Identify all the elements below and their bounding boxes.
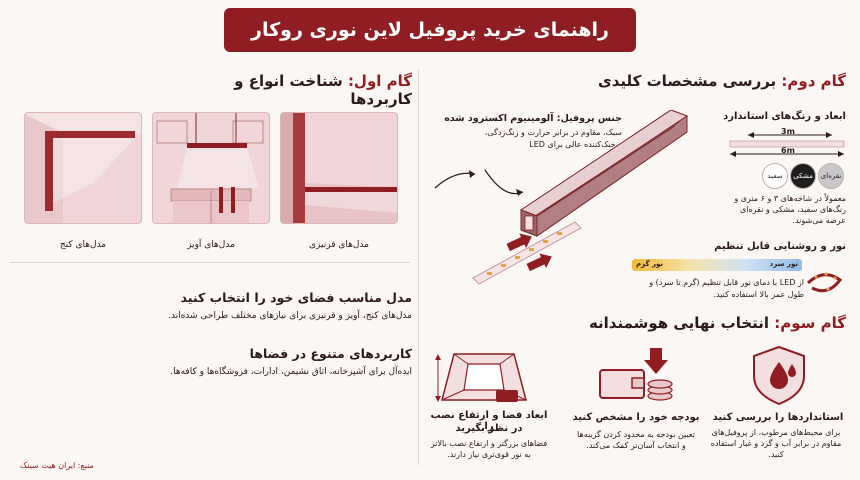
material-line1: سبک، مقاوم در برابر حرارت و زنگ‌زدگی، [484,128,622,137]
step1-heading-rest: شناخت انواع و کاربردها [234,72,412,108]
step1-heading: گام اول: شناخت انواع و کاربردها [170,72,412,108]
white-color-swatch: سفید [762,163,788,189]
space-title: ابعاد فضا و ارتفاع نصب را [430,410,548,432]
light-line2: طول عمر بالا استفاده کنید. [713,290,804,299]
length-3m-label: 3m [781,127,795,136]
step2-heading: گام دوم: بررسی مشخصات کلیدی [540,72,846,90]
cool-light-label: نور سرد [769,260,798,268]
step2-heading-prefix: گام دوم: [781,72,846,90]
corner-model-illustration [25,113,141,223]
corner-model-label: مدل‌های کنج [59,240,107,250]
led-strip-coil-icon [806,272,843,293]
silver-color-swatch: نقره‌ای [818,163,844,189]
page-title: راهنمای خرید پروفیل لاین نوری روکار [251,19,609,41]
dims-line2: رنگ‌های سفید، مشکی و نقره‌ای [739,205,846,214]
skirting-model-illustration [281,113,397,223]
dims-line3: عرضه می‌شوند. [792,216,846,225]
pendant-model-card [152,112,270,224]
corner-model-card [24,112,142,224]
light-line1: از LED با دمای نور قابل تنظیم (گرم تا سر… [649,278,804,287]
light-title: نور و روشنایی قابل تنظیم [714,241,846,252]
step1-divider [10,262,410,263]
page-title-banner: راهنمای خرید پروفیل لاین نوری روکار [224,8,636,52]
standards-line3: کنید. [768,450,784,459]
silver-color-label: نقره‌ای [820,172,842,180]
space-line1: فضاهای بزرگتر و ارتفاع نصب بالاتر [430,439,548,448]
white-color-label: سفید [767,172,783,180]
step3-heading-prefix: گام سوم: [774,314,846,332]
length-ruler [729,132,845,157]
color-temperature-bar: نور سرد نور گرم [632,259,802,271]
standards-title: استانداردها را بررسی کنید [712,412,844,423]
pendant-model-illustration [153,113,269,223]
step1-heading-prefix: گام اول: [347,72,412,90]
space-line2: به نور قوی‌تری نیاز دارند. [447,450,531,459]
material-line2: و خنک‌کننده عالی برای LED [529,140,622,149]
budget-title: بودجه خود را مشخص کنید [572,412,700,423]
warm-light-label: نور گرم [636,260,664,268]
choose-model-body: مدل‌های کنج، آویز و قرنیزی برای نیازهای … [167,311,412,321]
dims-line1: معمولاً در شاخه‌های ۳ و ۶ متری و [734,194,846,203]
budget-line2: و انتخاب آسان‌تر کمک می‌کند. [586,441,686,450]
uses-body: ایده‌آل برای آشپزخانه، اتاق نشیمن، ادارا… [170,367,412,377]
step3-heading-rest: انتخاب نهایی هوشمندانه [588,314,770,332]
choose-model-title: مدل مناسب فضای خود را انتخاب کنید [180,290,412,305]
material-title: جنس پروفیل: آلومینیوم اکسترود شده [444,113,622,124]
budget-wallet-icon [599,348,673,401]
skirting-model-card [280,112,398,224]
standards-line2: مقاوم در برابر آب و گرد و غبار استفاده [710,439,842,448]
room-measure-icon [435,353,527,402]
column-divider [418,70,419,465]
budget-line1: تعیین بودجه به محدود کردن گزینه‌ها [577,430,695,439]
space-title-line2: در نظر بگیرید [455,423,523,434]
pendant-model-label: مدل‌های آویز [187,240,235,250]
black-color-swatch: مشکی [790,163,816,189]
source-credit: منبع: ایران هیت سینک [20,461,94,470]
uses-title: کاربردهای متنوع در فضاها [249,346,412,361]
aluminium-profile-illustration [434,110,689,285]
black-color-label: مشکی [793,172,813,180]
standards-line1: برای محیط‌های مرطوب، از پروفیل‌های [711,428,841,437]
step3-heading: گام سوم: انتخاب نهایی هوشمندانه [560,314,846,332]
length-6m-label: 6m [781,146,795,155]
step2-heading-rest: بررسی مشخصات کلیدی [597,72,777,90]
shield-water-dust-icon [753,345,805,406]
skirting-model-label: مدل‌های قرنیزی [309,240,369,250]
dims-title: ابعاد و رنگ‌های استاندارد [723,111,846,122]
